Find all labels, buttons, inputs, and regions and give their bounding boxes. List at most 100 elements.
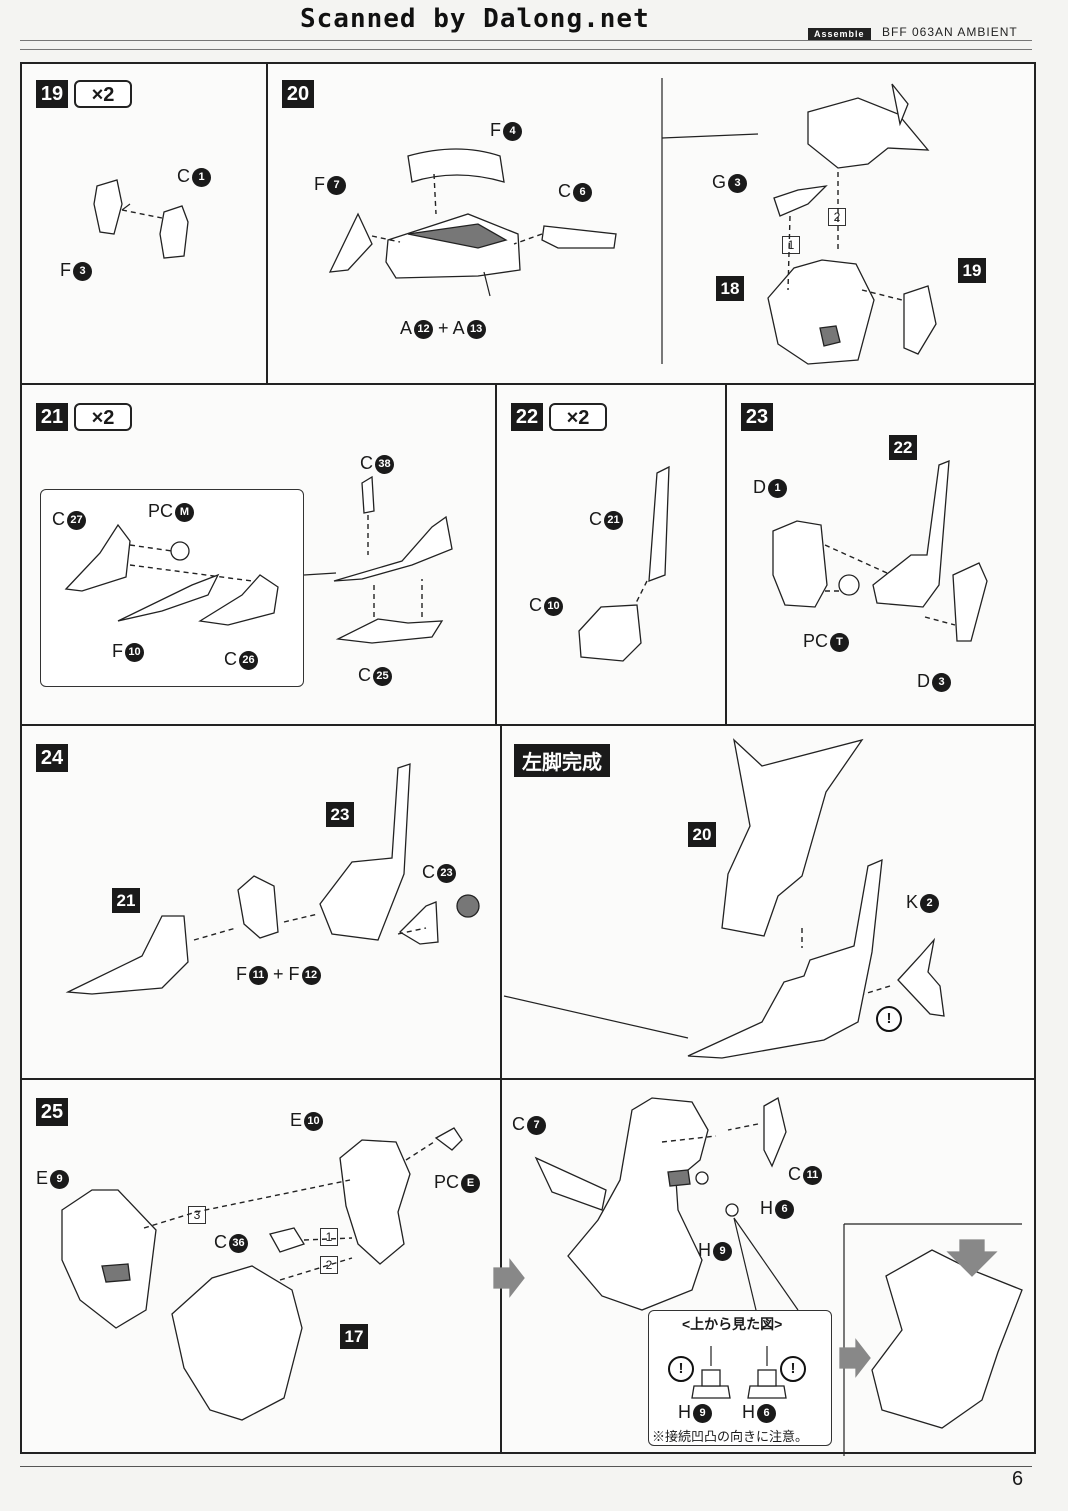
part-number: 23 [437, 863, 456, 883]
scan-credit: Scanned by Dalong.net [300, 4, 650, 34]
part-number: 9 [693, 1403, 712, 1423]
part-letter: C [214, 1232, 227, 1252]
part-letter: F [112, 641, 123, 661]
part-letter: E [36, 1168, 49, 1188]
step-number: 20 [282, 80, 314, 108]
part-number: 1 [192, 167, 211, 187]
quantity-badge: ×2 [74, 403, 132, 431]
part-number: 13 [466, 319, 486, 339]
part-number: T [830, 632, 850, 652]
quantity-badge: ×2 [74, 80, 132, 108]
part-letter: PC [148, 501, 174, 521]
step-ref-19: 19 [958, 258, 986, 283]
part-letter: C [529, 595, 542, 615]
part-letter: F [60, 260, 71, 280]
part-letter: G [712, 172, 727, 192]
part-number: 12 [301, 965, 321, 985]
next-arrow-icon [493, 1258, 525, 1298]
part-letter: C [788, 1164, 801, 1184]
part-letter: D [917, 671, 930, 691]
caution-icon: ! [876, 1006, 902, 1032]
part-number: 4 [503, 121, 522, 141]
part-letter: C [224, 649, 237, 669]
part-illustration [64, 475, 453, 644]
part-letter: D [753, 477, 766, 497]
part-illustration [578, 465, 670, 662]
step-ref-17: 17 [340, 1324, 368, 1349]
part-letter: F [288, 964, 300, 984]
order-box-1: 1 [782, 236, 800, 254]
part-illustration [503, 738, 945, 1059]
part-number: 3 [932, 672, 951, 692]
part-number: 6 [757, 1403, 776, 1423]
part-letter: E [290, 1110, 303, 1130]
part-illustration [772, 460, 988, 642]
quantity-badge: ×2 [549, 403, 607, 431]
plus-sign: + [438, 318, 449, 338]
part-number: 26 [239, 650, 258, 670]
part-number: 12 [414, 319, 434, 339]
part-number: 10 [125, 642, 144, 662]
part-letter: A [400, 318, 413, 338]
part-number: 9 [713, 1241, 732, 1261]
part-letter: C [52, 509, 65, 529]
part-letter: H [698, 1240, 711, 1260]
part-letter: C [177, 166, 190, 186]
orientation-note: ※接続凹凸の向きに注意。 [652, 1429, 809, 1444]
step-number: 23 [741, 403, 773, 431]
part-letter: PC [434, 1172, 460, 1192]
part-number: 27 [67, 510, 86, 530]
part-number: 6 [775, 1199, 794, 1219]
step-number: 24 [36, 744, 68, 772]
step-ref-18: 18 [716, 276, 744, 301]
part-letter: H [760, 1198, 773, 1218]
part-letter: C [422, 862, 435, 882]
part-number: 7 [327, 175, 346, 195]
top-view-title: <上から見た図> [682, 1316, 783, 1332]
step-number: 25 [36, 1098, 68, 1126]
completion-label: 左脚完成 [514, 744, 610, 777]
step-ref-22: 22 [889, 435, 917, 460]
part-letter: H [742, 1402, 755, 1422]
part-letter: PC [803, 631, 829, 651]
part-letter: H [678, 1402, 691, 1422]
part-number: 38 [375, 454, 394, 474]
part-number: E [461, 1173, 481, 1193]
part-letter: F [314, 174, 325, 194]
part-letter: C [358, 665, 371, 685]
part-letter: F [490, 120, 501, 140]
part-number: 10 [304, 1111, 324, 1131]
part-number: 10 [544, 596, 563, 616]
step-number: 22 [511, 403, 543, 431]
part-illustration [93, 179, 189, 259]
order-box-1: 1 [320, 1228, 338, 1246]
step-ref-20: 20 [688, 822, 716, 847]
step-number: 19 [36, 80, 68, 108]
